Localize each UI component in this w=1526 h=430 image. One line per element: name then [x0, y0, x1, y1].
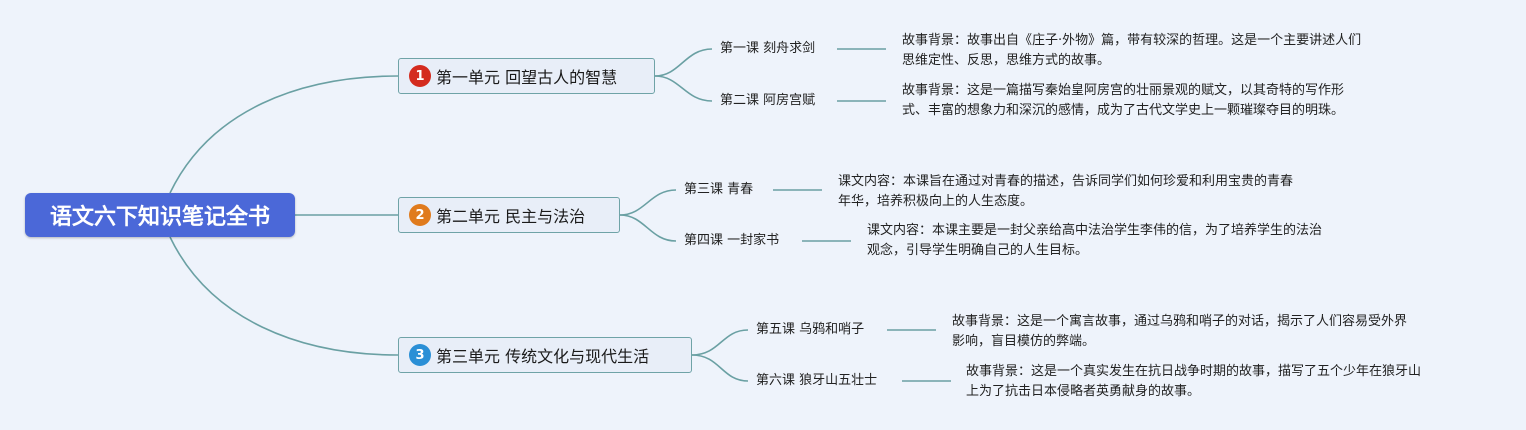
lesson-5-note-line-2: 影响，盲目模仿的弊端。 [952, 334, 1096, 349]
lesson-3-note-line-1: 课文内容：本课旨在通过对青春的描述，告诉同学们如何珍爱和利用宝贵的青春 [838, 174, 1294, 189]
unit-3-title: 第三单元 传统文化与现代生活 [436, 347, 650, 366]
unit-2-node[interactable]: 2 第二单元 民主与法治 [398, 197, 620, 233]
lesson-5-label[interactable]: 第五课 乌鸦和哨子 [756, 322, 865, 337]
lesson-4-note: 课文内容：本课主要是一封父亲给高中法治学生李伟的信，为了培养学生的法治 观念，引… [867, 221, 1322, 261]
lesson-3-note-line-2: 年华，培养积极向上的人生态度。 [838, 194, 1034, 209]
lesson-6-note-line-1: 故事背景：这是一个真实发生在抗日战争时期的故事，描写了五个少年在狼牙山 [966, 364, 1422, 379]
root-title: 语文六下知识笔记全书 [49, 205, 270, 230]
unit-1-title: 第一单元 回望古人的智慧 [436, 68, 618, 87]
unit-3-node[interactable]: 3 第三单元 传统文化与现代生活 [398, 337, 692, 373]
lesson-5-note-line-1: 故事背景：这是一个寓言故事，通过乌鸦和哨子的对话，揭示了人们容易受外界 [952, 314, 1408, 329]
lesson-1-note-line-2: 思维定性、反思，思维方式的故事。 [902, 53, 1111, 68]
lesson-2-label[interactable]: 第二课 阿房宫赋 [720, 93, 816, 108]
lesson-4-note-line-2: 观念，引导学生明确自己的人生目标。 [867, 243, 1089, 258]
unit-3-badge: 3 [409, 344, 431, 366]
unit-2-badge: 2 [409, 204, 431, 226]
lesson-3-note: 课文内容：本课旨在通过对青春的描述，告诉同学们如何珍爱和利用宝贵的青春 年华，培… [838, 172, 1293, 212]
unit-1-badge: 1 [409, 65, 431, 87]
lesson-1-note-line-1: 故事背景：故事出自《庄子·外物》篇，带有较深的哲理。这是一个主要讲述人们 [902, 33, 1362, 48]
unit-2-title: 第二单元 民主与法治 [436, 207, 586, 226]
unit-1-node[interactable]: 1 第一单元 回望古人的智慧 [398, 58, 655, 94]
lesson-6-note-line-2: 上为了抗击日本侵略者英勇献身的故事。 [966, 384, 1201, 399]
lesson-1-note: 故事背景：故事出自《庄子·外物》篇，带有较深的哲理。这是一个主要讲述人们 思维定… [902, 31, 1361, 71]
lesson-4-note-line-1: 课文内容：本课主要是一封父亲给高中法治学生李伟的信，为了培养学生的法治 [867, 223, 1323, 238]
lesson-6-label[interactable]: 第六课 狼牙山五壮士 [756, 373, 878, 388]
lesson-2-note: 故事背景：这是一篇描写秦始皇阿房宫的壮丽景观的赋文，以其奇特的写作形 式、丰富的… [902, 81, 1344, 121]
lesson-4-label[interactable]: 第四课 一封家书 [684, 233, 780, 248]
lesson-2-note-line-1: 故事背景：这是一篇描写秦始皇阿房宫的壮丽景观的赋文，以其奇特的写作形 [902, 83, 1345, 98]
lesson-1-label[interactable]: 第一课 刻舟求剑 [720, 41, 816, 56]
root-node[interactable]: 语文六下知识笔记全书 [25, 193, 295, 237]
lesson-3-label[interactable]: 第三课 青春 [684, 182, 754, 197]
lesson-2-note-line-2: 式、丰富的想象力和深沉的感情，成为了古代文学史上一颗璀璨夺目的明珠。 [902, 103, 1345, 118]
lesson-5-note: 故事背景：这是一个寓言故事，通过乌鸦和哨子的对话，揭示了人们容易受外界 影响，盲… [952, 312, 1407, 352]
lesson-6-note: 故事背景：这是一个真实发生在抗日战争时期的故事，描写了五个少年在狼牙山 上为了抗… [966, 362, 1421, 402]
